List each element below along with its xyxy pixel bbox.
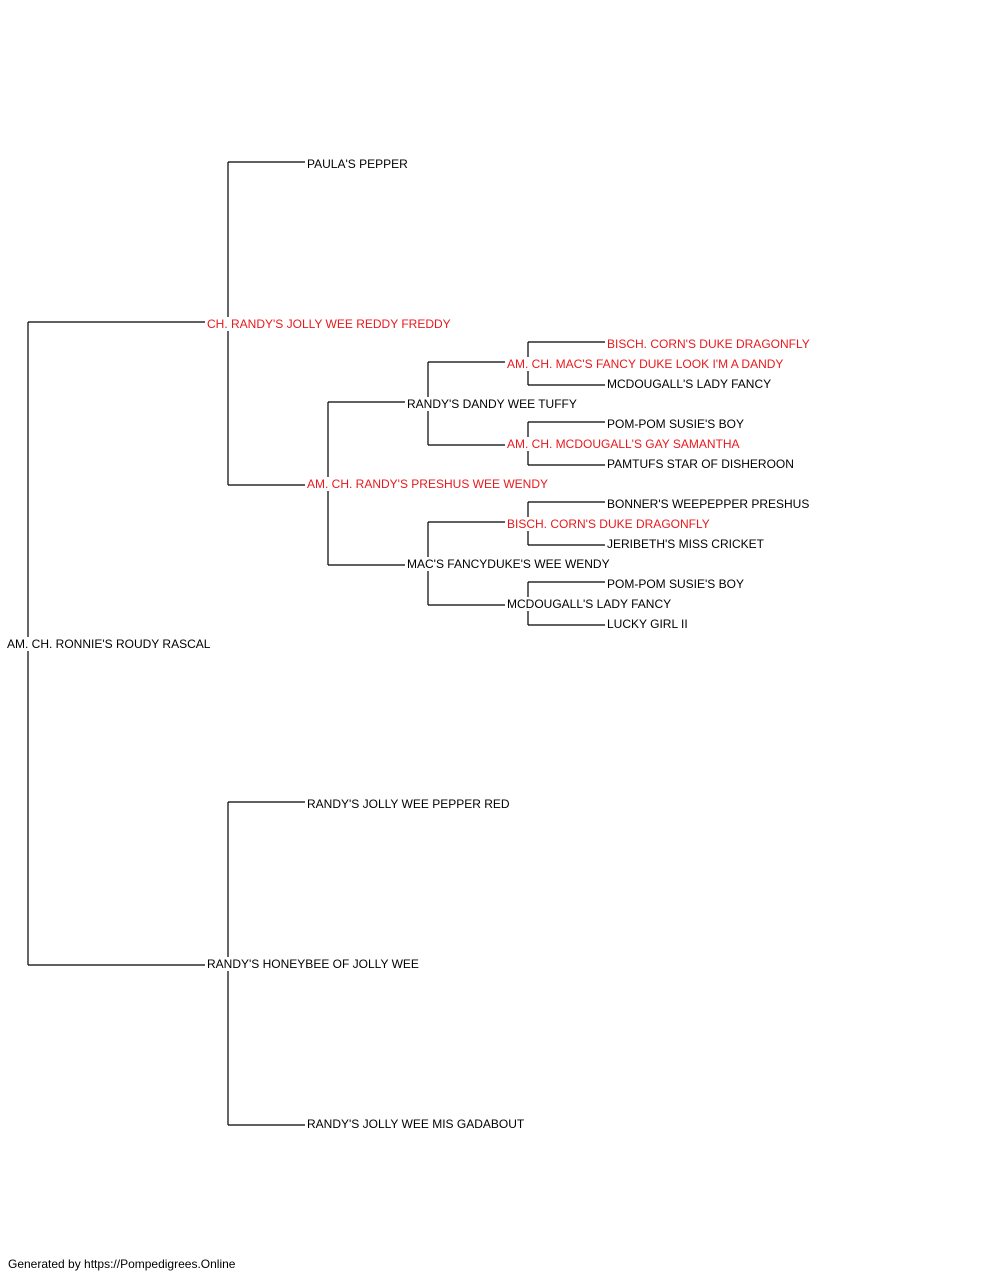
dog-root: AM. CH. RONNIE'S ROUDY RASCAL: [7, 637, 212, 651]
generated-by-footer: Generated by https://Pompedigrees.Online: [8, 1257, 236, 1271]
dog-sire-dam-dam-dam-dam: LUCKY GIRL II: [607, 617, 689, 631]
dog-sire-dam-sire-dam: AM. CH. MCDOUGALL'S GAY SAMANTHA: [507, 437, 741, 451]
dog-dam-sire: RANDY'S JOLLY WEE PEPPER RED: [307, 797, 511, 811]
dog-sire-dam-dam-dam: MCDOUGALL'S LADY FANCY: [507, 597, 673, 611]
dog-sire-dam-sire-sire: AM. CH. MAC'S FANCY DUKE LOOK I'M A DAND…: [507, 357, 785, 371]
dog-sire-dam-dam: MAC'S FANCYDUKE'S WEE WENDY: [407, 557, 611, 571]
dog-sire-dam-sire-dam-sire: POM-POM SUSIE'S BOY: [607, 417, 745, 431]
dog-sire-dam-sire: RANDY'S DANDY WEE TUFFY: [407, 397, 578, 411]
dog-sire-dam-dam-sire-sire: BONNER'S WEEPEPPER PRESHUS: [607, 497, 811, 511]
dog-sire-dam-dam-sire-dam: JERIBETH'S MISS CRICKET: [607, 537, 765, 551]
dog-sire: CH. RANDY'S JOLLY WEE REDDY FREDDY: [207, 317, 452, 331]
dog-dam-dam: RANDY'S JOLLY WEE MIS GADABOUT: [307, 1117, 526, 1131]
dog-sire-dam-sire-sire-sire: BISCH. CORN'S DUKE DRAGONFLY: [607, 337, 811, 351]
dog-sire-dam-sire-sire-dam: MCDOUGALL'S LADY FANCY: [607, 377, 773, 391]
dog-dam: RANDY'S HONEYBEE OF JOLLY WEE: [207, 957, 420, 971]
dog-sire-dam: AM. CH. RANDY'S PRESHUS WEE WENDY: [307, 477, 549, 491]
dog-sire-dam-dam-dam-sire: POM-POM SUSIE'S BOY: [607, 577, 745, 591]
dog-sire-dam-sire-dam-dam: PAMTUFS STAR OF DISHEROON: [607, 457, 795, 471]
dog-sire-dam-dam-sire: BISCH. CORN'S DUKE DRAGONFLY: [507, 517, 711, 531]
dog-sire-sire: PAULA'S PEPPER: [307, 157, 409, 171]
